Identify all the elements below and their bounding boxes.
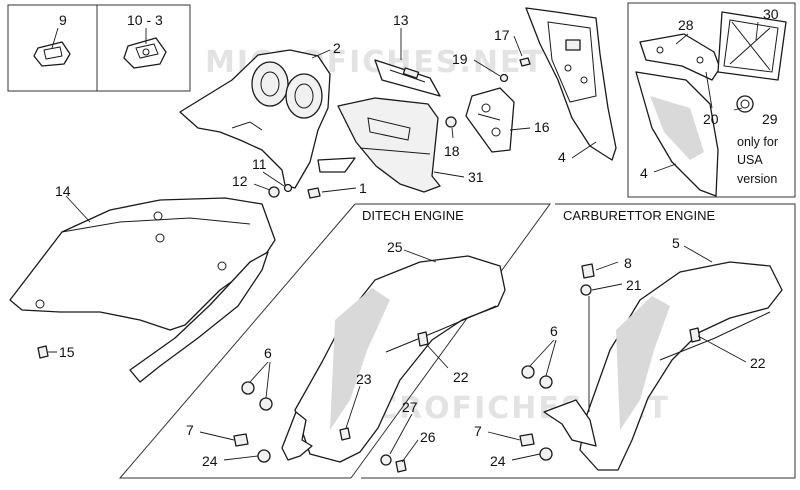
callout-label: 23 [356, 371, 372, 387]
callout-label: 18 [444, 143, 460, 159]
washer-24a-part [257, 449, 271, 463]
callout-label: 24 [490, 453, 506, 469]
leader-lines [48, 21, 759, 463]
callout-label: 27 [402, 399, 418, 415]
callout-label: 1 [359, 180, 367, 196]
callout-label: 26 [420, 429, 436, 445]
callout-label: 21 [626, 277, 642, 293]
usa-note-line-2: USA [737, 153, 763, 167]
carb-bracket-part [543, 399, 597, 447]
carb-mudguard-5-part [579, 261, 783, 471]
bolt-7a-part [233, 433, 249, 447]
washer-21-part [580, 284, 592, 296]
clip-9-part [33, 41, 71, 67]
license-plate-30-part [717, 11, 787, 81]
ditech-mudguard-25-part [294, 255, 506, 463]
clip-10-3-part [123, 37, 167, 69]
headlight-shell-part [179, 49, 356, 189]
callout-label: 15 [59, 344, 75, 360]
washer-19-part [499, 73, 509, 83]
splash-panel-part [337, 97, 441, 193]
screw-26-part [395, 459, 407, 473]
callout-label: 9 [59, 12, 67, 28]
callout-label: 30 [763, 6, 779, 22]
washer-11-part [283, 183, 293, 193]
callout-label: 2 [333, 40, 341, 56]
grommet-6a-bottom [259, 397, 273, 411]
ditech-section-left-border [118, 203, 356, 479]
callout-label: 6 [550, 323, 558, 339]
clip-inset-frame [7, 4, 191, 92]
callout-label: 14 [55, 183, 71, 199]
callout-label: 20 [703, 111, 719, 127]
callout-label: 25 [387, 239, 403, 255]
callout-label: 22 [750, 355, 766, 371]
callout-labels: 9 10 - 3 2 13 17 19 16 18 4 31 11 12 1 1… [55, 6, 779, 469]
callout-label: 19 [452, 51, 468, 67]
rear-fender-4-part [525, 7, 617, 161]
washer-24b-part [539, 447, 553, 461]
callout-label: 22 [453, 369, 469, 385]
reflector-part [374, 59, 441, 97]
callout-label: 6 [264, 345, 272, 361]
usa-inset-frame [627, 2, 796, 198]
callout-label: 7 [186, 422, 194, 438]
callout-label: 7 [474, 423, 482, 439]
callout-label: 8 [624, 255, 632, 271]
grommet-6a-top [241, 381, 255, 395]
ditech-bracket-part [281, 411, 313, 461]
screw-1-part [307, 187, 321, 199]
floor-panel-14-part [9, 197, 276, 383]
callout-label: 17 [494, 27, 510, 43]
reflector-29-part [736, 95, 754, 113]
bolt-23-part [339, 427, 351, 441]
license-bracket-part [465, 87, 515, 153]
section-heading-ditech: DITECH ENGINE [362, 208, 464, 223]
bolt-8-part [581, 263, 595, 279]
callout-label: 4 [640, 165, 648, 181]
pin-22b-part [689, 327, 701, 343]
pin-22a-part [417, 331, 429, 347]
callout-label: 5 [672, 235, 680, 251]
license-holder-28-part [639, 33, 721, 81]
callout-label: 28 [678, 17, 694, 33]
callout-label: 4 [558, 149, 566, 165]
nut-12-part [268, 186, 280, 198]
bolt-7b-part [519, 433, 535, 447]
usa-note-line-1: only for [737, 135, 778, 149]
callout-label: 11 [252, 156, 267, 172]
callout-label: 29 [762, 111, 778, 127]
callout-label: 13 [393, 12, 409, 28]
section-heading-carburettor: CARBURETTOR ENGINE [563, 208, 715, 223]
callout-label: 12 [232, 173, 248, 189]
nut-18-part [445, 116, 457, 128]
callout-label: 16 [534, 119, 550, 135]
screw-15-part [37, 345, 49, 359]
ditech-section-border [350, 203, 551, 479]
screw-17-part [519, 57, 531, 67]
grommet-6b-top [521, 365, 535, 379]
washer-27-part [380, 454, 392, 466]
callout-label: 24 [202, 453, 218, 469]
callout-label: 31 [468, 169, 484, 185]
callout-label: 10 - 3 [127, 12, 163, 28]
usa-note-line-3: version [737, 172, 777, 186]
carb-section-border [361, 203, 796, 479]
grommet-6b-bottom [539, 375, 553, 389]
usa-fender-4-part [635, 71, 719, 197]
